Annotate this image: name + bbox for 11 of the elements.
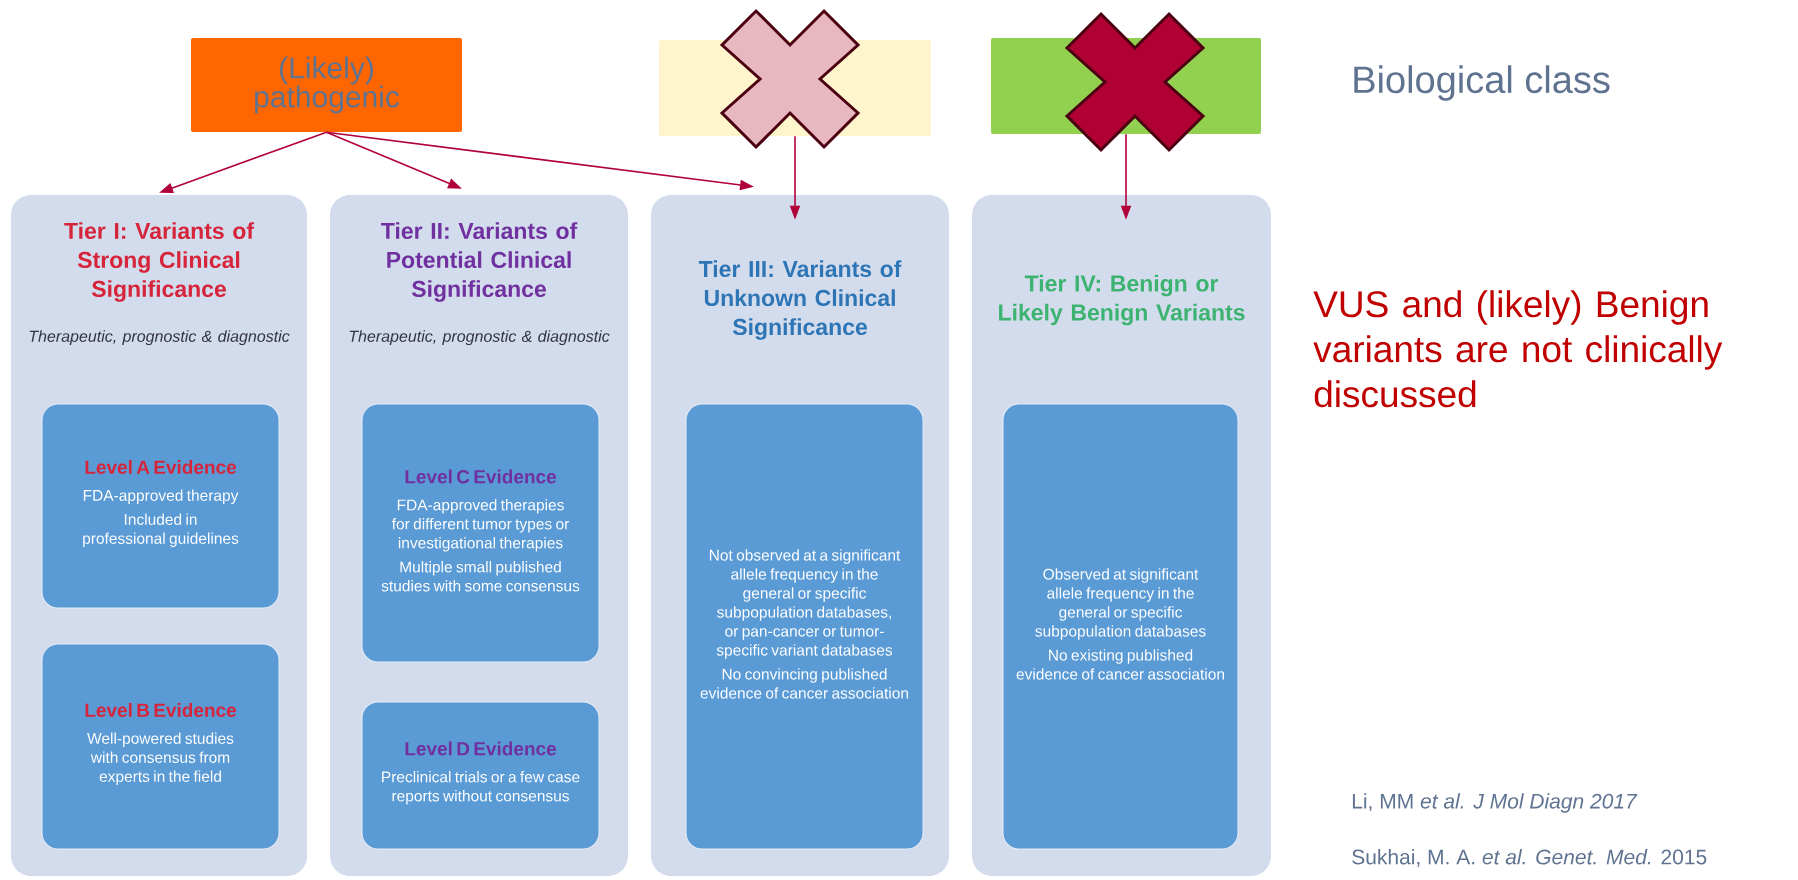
evidence-box: Level C Evidence FDA-approved therapies for different tumor types or investigational therapies Multiple small published studies with some consensus [361, 403, 600, 663]
note-text: VUS and (likely) Benign variants are not clinically discussed [1313, 290, 1723, 408]
evidence-box: Observed at significant allele frequency in the general or specific subpopulation databases No existing published evidence of cancer association [1002, 403, 1239, 850]
section-heading: Biological class [1354, 65, 1610, 101]
reference-text: Sukhai, M. A. et al. Genet. Med. 2015 [1352, 849, 1707, 867]
evidence-box: Level A Evidence FDA-approved therapy Included in professional guidelines [41, 403, 280, 609]
evidence-box: Level D Evidence Preclinical trials or a few case reports without consensus [361, 701, 600, 850]
evidence-box: Level B Evidence Well-powered studies with consensus from experts in the field [41, 643, 280, 850]
class-box: (Likely) pathogenic [191, 38, 462, 132]
evidence-box: Not observed at a significant allele frequency in the general or specific subpopulation databases, or pan-cancer or tumor-specific variant databases No convincing published evidence of cancer association [685, 403, 924, 850]
reference-text: Li, MM et al. J Mol Diagn 2017 [1352, 793, 1638, 813]
